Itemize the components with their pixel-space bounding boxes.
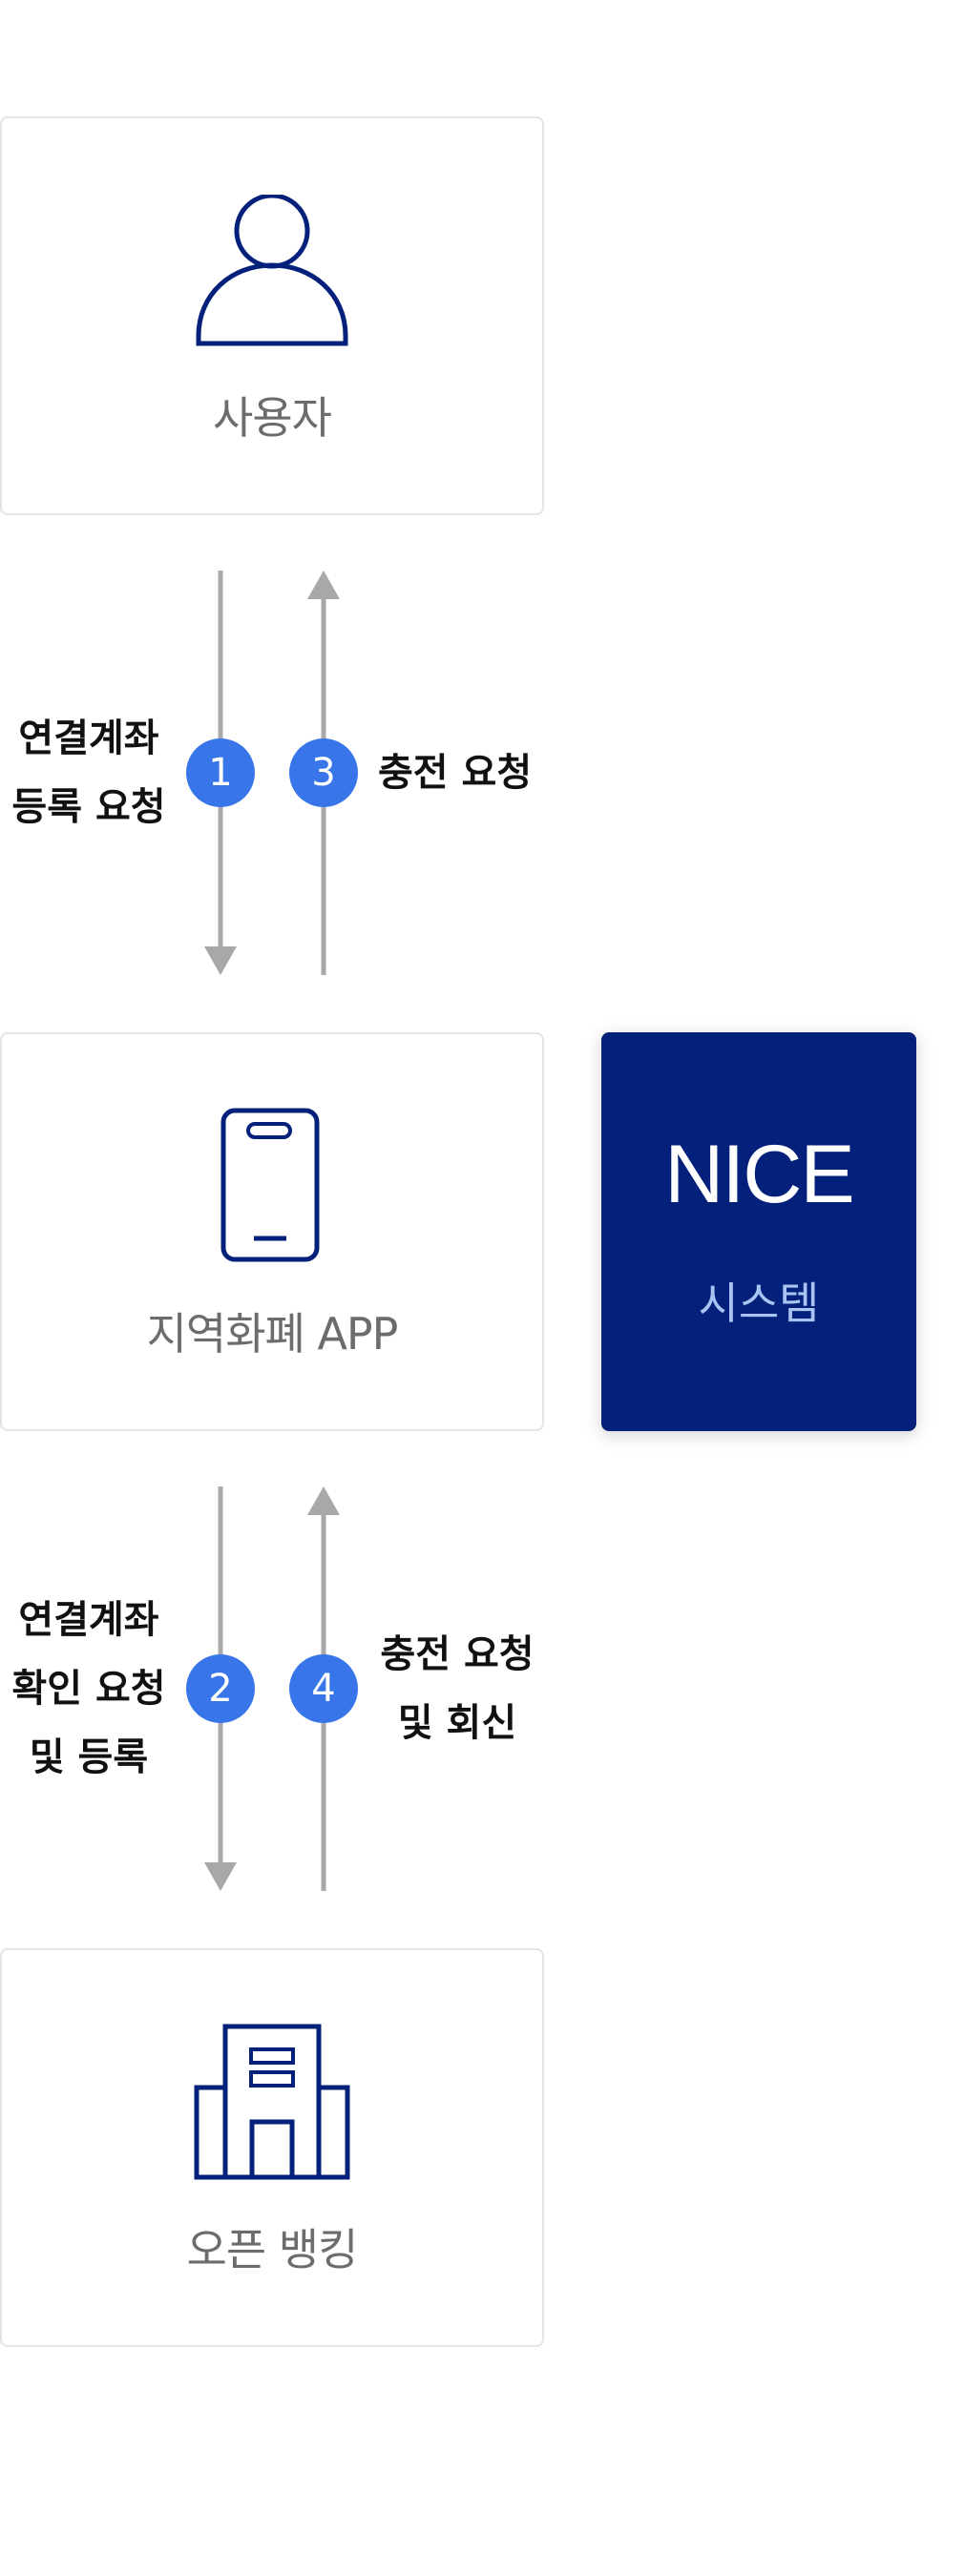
step-description: 연결계좌 확인 요청 및 등록: [0, 1586, 178, 1792]
app-box: 지역화폐 APP: [0, 1032, 544, 1431]
smartphone-icon: [2, 1107, 542, 1263]
step-description-line: 충전 요청: [378, 751, 533, 795]
step-description-line: 확인 요청: [11, 1667, 166, 1711]
step-badge: 3: [289, 738, 358, 807]
bank-box: 오픈 뱅킹: [0, 1948, 544, 2347]
step-badge: 4: [289, 1654, 358, 1723]
user-icon: [2, 195, 542, 347]
nice-system-box: NICE 시스템: [601, 1032, 916, 1431]
step-description: 충전 요청: [378, 738, 532, 807]
user-box: 사용자: [0, 116, 544, 515]
step-badge: 1: [186, 738, 255, 807]
nice-title: NICE: [664, 1129, 854, 1220]
step-description-line: 충전 요청: [380, 1632, 535, 1676]
step-description-line: 및 회신: [397, 1701, 517, 1745]
step-description-line: 등록 요청: [11, 785, 166, 829]
step-badge: 2: [186, 1654, 255, 1723]
app-label: 지역화폐 APP: [146, 1308, 399, 1360]
step-description: 연결계좌 등록 요청: [0, 704, 178, 841]
bank-label: 오픈 뱅킹: [186, 2224, 359, 2275]
step-description-line: 및 등록: [29, 1735, 149, 1779]
building-icon: [2, 2023, 542, 2181]
step-description-line: 연결계좌: [18, 1598, 159, 1642]
step-description: 충전 요청 및 회신: [368, 1620, 546, 1757]
step-description-line: 연결계좌: [18, 717, 159, 760]
nice-subtitle: 시스템: [698, 1278, 820, 1329]
user-label: 사용자: [213, 392, 332, 444]
